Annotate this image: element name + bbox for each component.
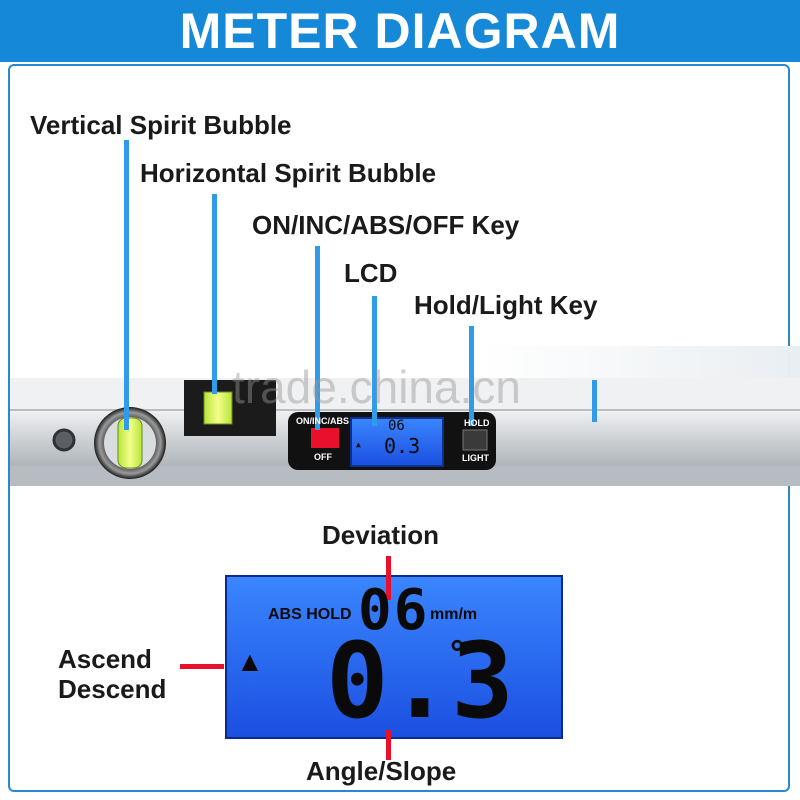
lcd-angle-value: 0.3: [326, 620, 514, 742]
page-title: METER DIAGRAM: [179, 3, 621, 59]
lcd-deviation-unit: mm/m: [430, 606, 478, 623]
hold-key-label-top: HOLD: [464, 418, 490, 428]
label-angle-slope: Angle/Slope: [306, 756, 457, 786]
hold-key: [462, 429, 488, 451]
lcd-deviation-value: 06: [358, 578, 430, 643]
on-key-label-top: ON/INC/ABS: [296, 416, 350, 426]
pointer-lcd: [372, 296, 377, 426]
header-banner: [0, 0, 800, 62]
small-lcd-direction: ▲: [356, 440, 361, 449]
pointer-battery: [592, 380, 597, 422]
small-lcd-deviation: 06: [388, 418, 405, 434]
on-key: [311, 428, 339, 448]
on-key-label-bottom: OFF: [314, 452, 332, 462]
watermark-text: trade.china.cn: [232, 361, 521, 413]
lcd-mode: ABS HOLD: [268, 606, 352, 623]
lcd-direction-symbol: ▲: [236, 646, 264, 677]
small-lcd: [350, 417, 444, 467]
label-descend: Descend: [58, 674, 167, 704]
marker-ascend: [180, 664, 224, 669]
pointer-hold-key: [469, 326, 474, 426]
label-hold-key: Hold/Light Key: [414, 290, 598, 320]
hold-key-label-bottom: LIGHT: [462, 453, 489, 463]
hang-hole: [52, 428, 76, 452]
small-lcd-angle: 0.3: [384, 434, 421, 458]
marker-deviation: [386, 556, 391, 600]
marker-angle: [386, 730, 391, 760]
label-ascend: Ascend: [58, 644, 152, 674]
watermark-band: [480, 346, 800, 378]
pointer-vertical-bubble: [124, 140, 129, 430]
pointer-horizontal-bubble: [212, 194, 217, 394]
lcd-degree-symbol: °: [450, 632, 465, 673]
pointer-on-key: [315, 246, 320, 430]
level-top-strip: [10, 378, 800, 410]
label-deviation: Deviation: [322, 520, 440, 550]
label-on-key: ON/INC/ABS/OFF Key: [252, 210, 520, 240]
label-vertical-bubble: Vertical Spirit Bubble: [30, 110, 292, 140]
large-lcd: [225, 575, 563, 739]
label-horizontal-bubble: Horizontal Spirit Bubble: [140, 158, 437, 188]
label-lcd: LCD: [344, 258, 398, 288]
